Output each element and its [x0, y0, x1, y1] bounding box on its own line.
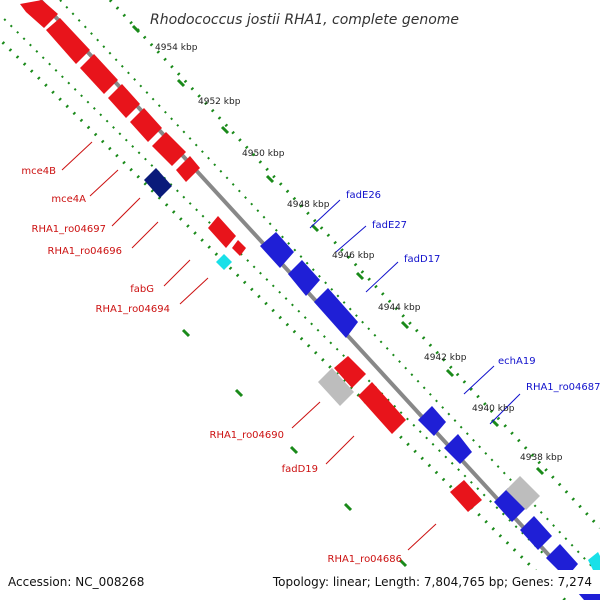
- gene-fadE26[interactable]: [260, 232, 294, 268]
- scale-labels: 4954 kbp 4952 kbp 4950 kbp 4948 kbp 4946…: [155, 43, 563, 463]
- scale-label: 4948 kbp: [287, 200, 330, 210]
- gene-ro04690-grey[interactable]: [318, 368, 354, 406]
- genome-title: Rhodococcus jostii RHA1, complete genome: [150, 12, 459, 28]
- gene-blue-4[interactable]: [520, 516, 552, 550]
- blue-gene-labels: fadE26 fadE27 fadD17 echA19 RHA1_ro04687: [346, 190, 600, 393]
- gene-grey-right[interactable]: [506, 476, 540, 510]
- gene-ro04686[interactable]: [450, 480, 482, 512]
- gene-echA19[interactable]: [418, 406, 446, 436]
- gene-red-1[interactable]: [20, 0, 58, 28]
- gene-red-2[interactable]: [46, 18, 90, 64]
- gene-fadD17[interactable]: [314, 288, 358, 338]
- gene-red-7[interactable]: [176, 156, 200, 182]
- gene-small-red[interactable]: [232, 240, 246, 256]
- scale-label: 4938 kbp: [520, 453, 563, 463]
- scale-label: 4942 kbp: [424, 353, 467, 363]
- label-mce4A[interactable]: mce4A: [51, 194, 86, 205]
- scale-label: 4950 kbp: [242, 149, 285, 159]
- label-fadD17[interactable]: fadD17: [404, 254, 440, 265]
- footer-bg-left: [0, 570, 160, 594]
- label-ro04696[interactable]: RHA1_ro04696: [48, 246, 123, 257]
- label-fadD19[interactable]: fadD19: [282, 464, 318, 475]
- scale-label: 4944 kbp: [378, 303, 421, 313]
- gene-mce4A[interactable]: [208, 216, 236, 248]
- label-ro04694[interactable]: RHA1_ro04694: [96, 304, 171, 315]
- label-fadE26[interactable]: fadE26: [346, 190, 381, 201]
- gene-red-5[interactable]: [130, 108, 162, 142]
- gene-red-4[interactable]: [108, 84, 140, 118]
- gene-fabG-cyan[interactable]: [216, 254, 232, 270]
- label-mce4B[interactable]: mce4B: [21, 166, 56, 177]
- label-fadE27[interactable]: fadE27: [372, 220, 407, 231]
- gene-fadD19-upper[interactable]: [334, 356, 366, 388]
- outer-left-track: [0, 37, 567, 600]
- label-ro04687[interactable]: RHA1_ro04687: [526, 382, 600, 393]
- accession-text: Accession: NC_008268: [8, 575, 144, 589]
- scale-tick-marks: [131, 24, 545, 568]
- gene-blue-3[interactable]: [494, 488, 526, 522]
- red-leader-lines: [61, 141, 437, 551]
- gene-fadE27[interactable]: [288, 260, 320, 296]
- outer-right-track: [108, 0, 600, 530]
- forward-strand-genes: [260, 232, 600, 600]
- scale-label: 4940 kbp: [472, 404, 515, 414]
- reverse-strand-genes: [20, 0, 482, 512]
- scale-label: 4952 kbp: [198, 97, 241, 107]
- gene-red-3[interactable]: [80, 54, 118, 94]
- inner-right-track: [59, 0, 600, 576]
- label-fabG[interactable]: fabG: [130, 284, 154, 295]
- scale-label: 4946 kbp: [332, 251, 375, 261]
- scale-label: 4954 kbp: [155, 43, 198, 53]
- label-ro04697[interactable]: RHA1_ro04697: [32, 224, 107, 235]
- gene-ro04697-dark[interactable]: [144, 168, 172, 198]
- gene-blue-5[interactable]: [546, 544, 578, 578]
- genome-summary-text: Topology: linear; Length: 7,804,765 bp; …: [272, 575, 592, 589]
- footer-bg-right: [266, 570, 600, 594]
- gene-blue-2[interactable]: [444, 434, 472, 464]
- label-ro04686[interactable]: RHA1_ro04686: [328, 554, 403, 565]
- red-gene-labels: mce4B mce4A RHA1_ro04697 RHA1_ro04696 fa…: [21, 166, 402, 565]
- label-echA19[interactable]: echA19: [498, 356, 536, 367]
- blue-leader-lines: [309, 199, 521, 425]
- gene-fadD19[interactable]: [358, 382, 406, 434]
- gene-red-6[interactable]: [152, 132, 186, 166]
- gene-cyan-edge[interactable]: [588, 552, 600, 572]
- label-ro04690[interactable]: RHA1_ro04690: [210, 430, 285, 441]
